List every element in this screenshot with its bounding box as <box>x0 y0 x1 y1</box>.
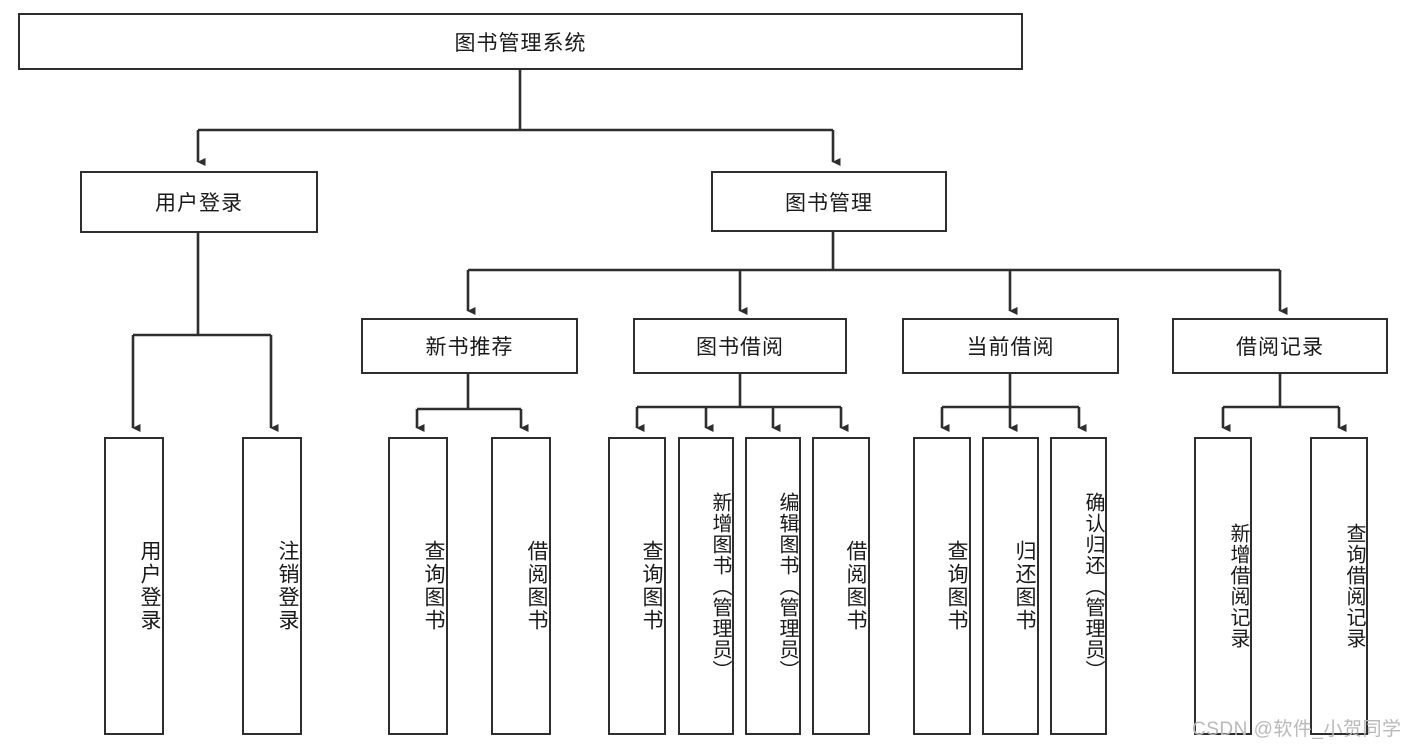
node-label: 新增借阅记录 <box>1227 523 1249 649</box>
node-book-borrow[interactable]: 图书借阅 <box>633 318 847 374</box>
node-label: 借阅图书 <box>844 540 867 632</box>
node-label: 图书管理系统 <box>454 31 587 55</box>
leaf-current-return-book[interactable]: 归还图书 <box>982 437 1039 735</box>
watermark-text: CSDN @软件_小贺同学 <box>1192 719 1402 740</box>
leaf-current-query-book[interactable]: 查询图书 <box>913 437 971 735</box>
leaf-recommend-borrow-book[interactable]: 借阅图书 <box>491 437 551 735</box>
node-label: 图书借阅 <box>696 336 784 359</box>
leaf-borrow-query-book[interactable]: 查询图书 <box>608 437 666 735</box>
node-label: 用户登录 <box>155 192 243 215</box>
node-label: 查询图书 <box>945 540 968 632</box>
node-label: 新增图书（管理员） <box>709 491 731 681</box>
node-borrow-record[interactable]: 借阅记录 <box>1172 318 1388 374</box>
node-label: 查询借阅记录 <box>1343 523 1365 649</box>
node-new-book-recommend[interactable]: 新书推荐 <box>361 318 578 374</box>
node-label: 借阅记录 <box>1236 336 1324 359</box>
leaf-borrow-edit-book-admin[interactable]: 编辑图书（管理员） <box>745 437 801 735</box>
node-label: 用户登录 <box>138 540 161 632</box>
leaf-current-confirm-return-admin[interactable]: 确认归还（管理员） <box>1050 437 1107 735</box>
node-current-borrow[interactable]: 当前借阅 <box>902 318 1119 374</box>
leaf-logout[interactable]: 注销登录 <box>242 437 302 735</box>
node-label: 归还图书 <box>1013 540 1036 632</box>
node-label: 新书推荐 <box>425 336 514 359</box>
node-label: 借阅图书 <box>525 540 548 632</box>
node-user-login[interactable]: 用户登录 <box>80 171 318 233</box>
leaf-recommend-query-book[interactable]: 查询图书 <box>388 437 448 735</box>
node-label: 确认归还（管理员） <box>1082 491 1104 681</box>
node-label: 编辑图书（管理员） <box>776 491 798 681</box>
node-label: 查询图书 <box>422 540 445 632</box>
leaf-user-login[interactable]: 用户登录 <box>104 437 164 735</box>
leaf-borrow-add-book-admin[interactable]: 新增图书（管理员） <box>678 437 734 735</box>
node-book-management[interactable]: 图书管理 <box>711 171 947 232</box>
node-label: 图书管理 <box>785 191 873 215</box>
node-label: 查询图书 <box>640 540 663 632</box>
leaf-record-query-borrow-record[interactable]: 查询借阅记录 <box>1310 437 1368 735</box>
node-label: 注销登录 <box>276 540 299 632</box>
leaf-borrow-borrow-book[interactable]: 借阅图书 <box>812 437 870 735</box>
node-label: 当前借阅 <box>966 336 1055 359</box>
node-root-system[interactable]: 图书管理系统 <box>18 13 1023 70</box>
leaf-record-add-borrow-record[interactable]: 新增借阅记录 <box>1194 437 1252 735</box>
